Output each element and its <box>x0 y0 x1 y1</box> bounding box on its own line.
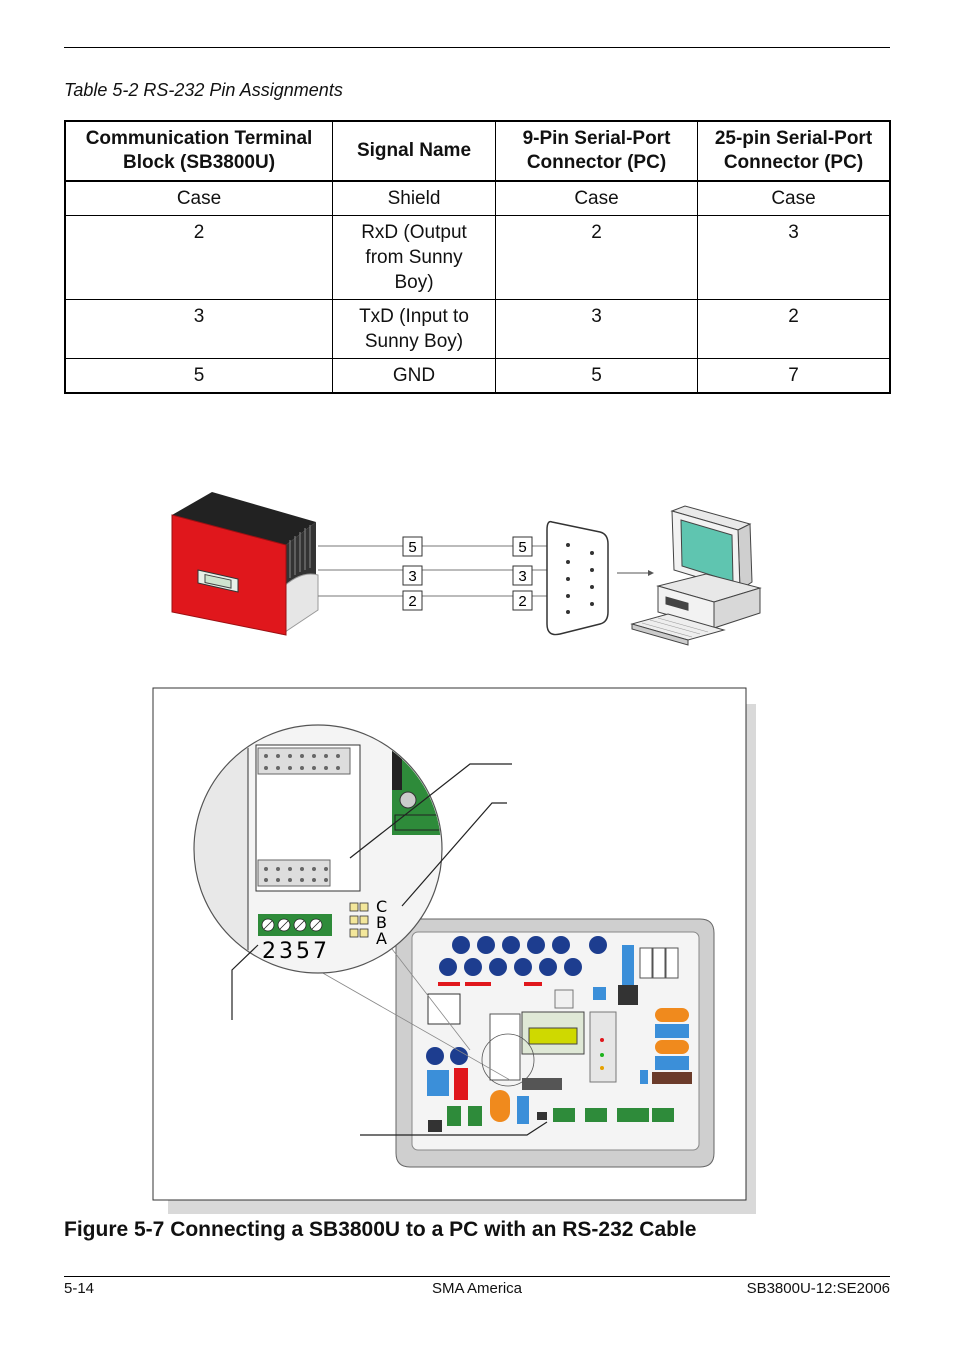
table-cell: 2 <box>495 215 698 300</box>
jumper-label: A <box>376 929 387 948</box>
wire-labels-right: 5 3 2 <box>512 536 533 611</box>
figure-caption: Figure 5-7 Connecting a SB3800U to a PC … <box>64 1218 697 1241</box>
circuit-board <box>395 918 715 1168</box>
jumper-label: C <box>376 897 387 916</box>
table-cell: 2 <box>697 299 891 359</box>
inverter-illustration <box>171 492 319 636</box>
footer-company: SMA America <box>431 1280 523 1297</box>
table-row: 3 TxD (Input to Sunny Boy) 3 2 <box>64 299 891 359</box>
wire-label: 5 <box>408 539 416 556</box>
top-rule <box>64 47 890 48</box>
table-cell: 3 <box>495 299 698 359</box>
table-cell: 5 <box>64 358 333 394</box>
column-header: 25-pin Serial-Port Connector (PC) <box>697 120 891 182</box>
table-header-row: Communication Terminal Block (SB3800U) S… <box>64 120 891 182</box>
arrow-icon <box>617 570 654 576</box>
table-cell: 3 <box>697 215 891 300</box>
wire-label: 2 <box>408 593 416 610</box>
table-cell: RxD (Output from Sunny Boy) <box>332 215 496 300</box>
column-header: Communication Terminal Block (SB3800U) <box>64 120 333 182</box>
table-cell: Case <box>495 180 698 216</box>
wire-label: 3 <box>518 568 526 585</box>
table-cell: 2 <box>64 215 333 300</box>
table-cell: Case <box>697 180 891 216</box>
db9-connector <box>546 520 609 636</box>
page-number: 5-14 <box>64 1280 95 1297</box>
footer-doc-id: SB3800U-12:SE2006 <box>746 1280 890 1297</box>
table-cell: 3 <box>64 299 333 359</box>
callout-lines <box>231 763 548 1136</box>
table-cell: GND <box>332 358 496 394</box>
table-row: Case Shield Case Case <box>64 180 891 216</box>
wire-label: 3 <box>408 568 416 585</box>
wire-label: 5 <box>518 539 526 556</box>
pin-assignments-table: Communication Terminal Block (SB3800U) S… <box>64 120 891 394</box>
computer-illustration <box>630 505 762 646</box>
table-cell: 7 <box>697 358 891 394</box>
wire-label: 2 <box>518 593 526 610</box>
table-cell: 5 <box>495 358 698 394</box>
wire-labels-left: 5 3 2 <box>402 536 423 611</box>
table-row: 2 RxD (Output from Sunny Boy) 2 3 <box>64 215 891 300</box>
column-header: 9-Pin Serial-Port Connector (PC) <box>495 120 698 182</box>
bottom-rule <box>64 1276 890 1277</box>
jumper-label: B <box>376 913 387 932</box>
table-cell: Case <box>64 180 333 216</box>
column-header: Signal Name <box>332 120 496 182</box>
table-caption: Table 5-2 RS-232 Pin Assignments <box>64 80 343 100</box>
table-cell: TxD (Input to Sunny Boy) <box>332 299 496 359</box>
terminal-numbers: 2357 <box>262 939 330 964</box>
table-row: 5 GND 5 7 <box>64 358 891 394</box>
